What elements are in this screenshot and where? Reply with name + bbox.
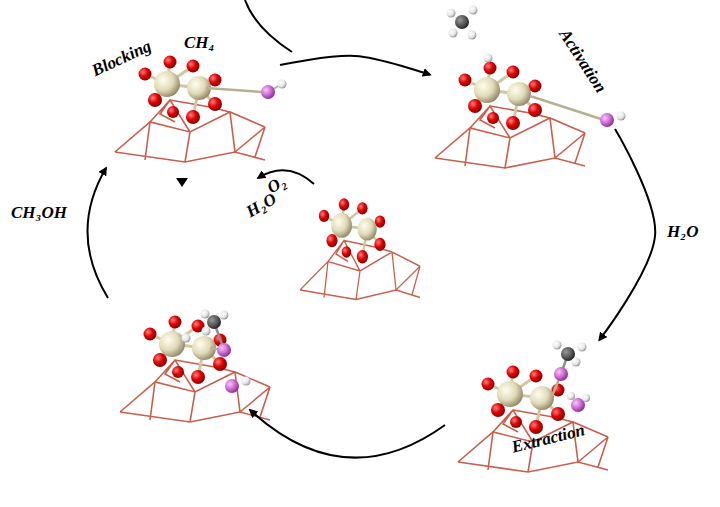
hydrogen-atom [582, 394, 590, 402]
bond [206, 88, 262, 92]
hydrogen-atom [468, 31, 477, 40]
surface-cluster [300, 198, 420, 299]
carbon-atom [455, 15, 469, 29]
hydrogen-atom [617, 112, 626, 121]
species-label: CH₃OH [10, 203, 68, 223]
hydrogen-atom [182, 334, 191, 343]
hydrogen-atom [242, 377, 251, 386]
hydrogen-atom [469, 6, 478, 15]
hydroxyl-oxygen [225, 379, 239, 393]
hydrogen-atom [447, 9, 456, 18]
cycle-arrow [87, 168, 108, 298]
structure-node: Extraction [455, 340, 640, 478]
carbon-atom [207, 315, 221, 329]
surface-cluster [435, 62, 585, 169]
surface-cluster [120, 316, 270, 423]
hydrogen-atom [578, 343, 587, 352]
step-heading: Blocking [89, 36, 155, 81]
methoxy-oxygen [554, 367, 568, 381]
blocking-adsorbates [206, 80, 287, 100]
feed-arrow [245, 0, 292, 52]
structure-node: Activation [430, 5, 615, 160]
cycle-arrow [599, 129, 655, 340]
methanol-oxygen [217, 343, 231, 357]
extraction-adsorbates [552, 341, 590, 413]
cycle-arrow [280, 56, 430, 75]
hydrogen-atom [484, 54, 493, 63]
hydrogen-atom [278, 80, 287, 89]
release-mark [176, 178, 188, 187]
reactant-label: CH₄ [183, 33, 216, 53]
surface-cluster [458, 366, 608, 473]
activation-adsorbates [447, 6, 626, 128]
hydrogen-atom [572, 358, 581, 367]
step-heading: Extraction [510, 420, 587, 457]
bond [530, 96, 601, 119]
hydrogen-atom [449, 29, 458, 38]
methanol-adsorbates [182, 310, 251, 394]
hydrogen-atom [201, 310, 210, 319]
step-heading: Activation [555, 26, 611, 97]
cycle-arrows [87, 0, 445, 458]
hydrogen-atom [567, 392, 575, 400]
hydrogen-atom [202, 327, 211, 336]
hydroxyl-oxygen [600, 113, 614, 127]
reactant-label: H₂O [666, 222, 699, 242]
hydrogen-atom [220, 311, 229, 320]
cycle-arrow [250, 410, 445, 458]
hydroxyl-oxygen [261, 85, 275, 99]
surface-cluster [115, 56, 265, 163]
hydrogen-atom [553, 341, 562, 350]
